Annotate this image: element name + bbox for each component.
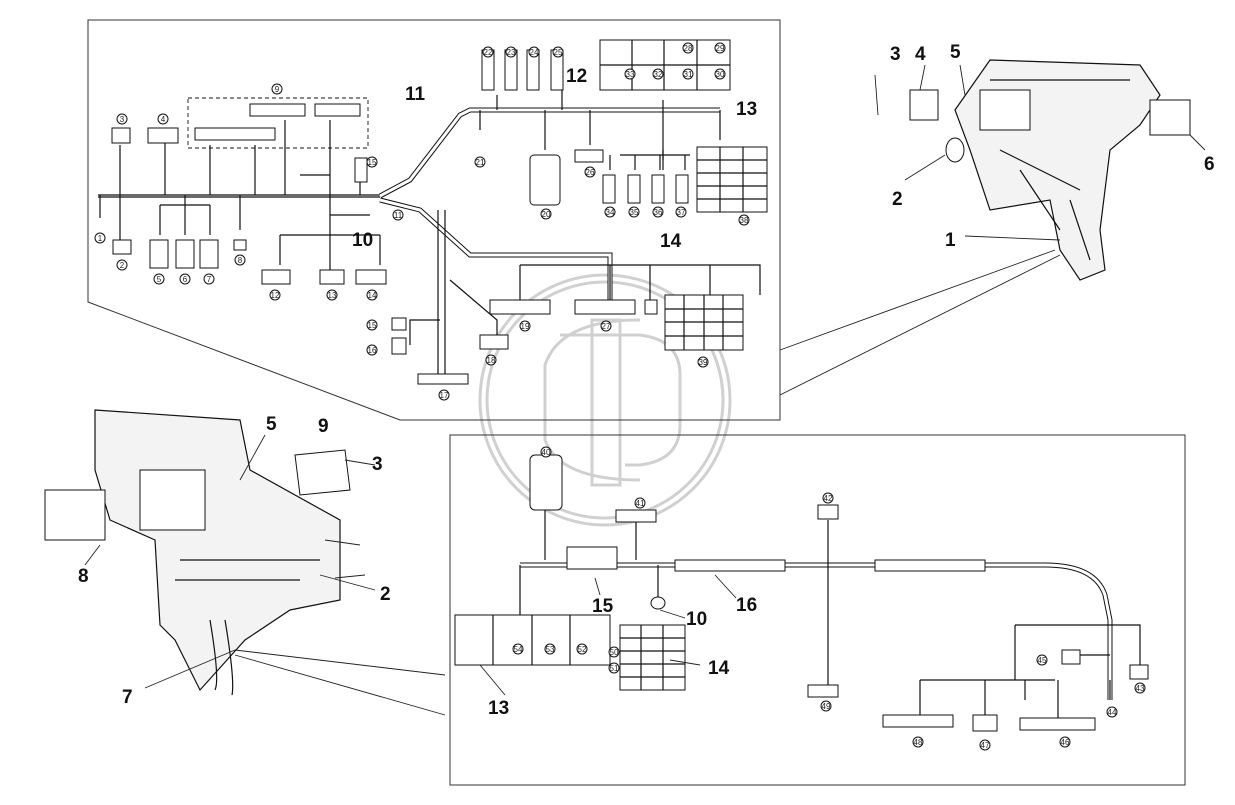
callout-right-6: 6	[1204, 154, 1215, 175]
bottom-panel: 15 10 16 14 13 40 41 42 43 44 45 46 47 4…	[449, 434, 1186, 786]
connector-25: 25	[554, 48, 563, 57]
bottom-connector-numbers: 40 41 42 43 44 45 46 47 48 49 50 51 52 5…	[512, 446, 1146, 751]
connector-42: 42	[824, 494, 833, 503]
connector-27: 27	[602, 322, 611, 331]
connector-2: 2	[120, 261, 125, 270]
callout-13: 13	[736, 99, 757, 120]
connector-16: 16	[368, 346, 377, 355]
connector-51: 51	[610, 664, 619, 673]
callout-14: 14	[660, 231, 682, 252]
connector-49: 49	[822, 702, 831, 711]
connector-18: 18	[487, 356, 496, 365]
connector-35: 35	[630, 208, 639, 217]
right-dash-illustration: 3 4 5 6 2 1	[874, 42, 1215, 281]
connector-31: 31	[684, 70, 693, 79]
connector-11: 11	[394, 211, 403, 220]
callout-bottom-13: 13	[488, 698, 509, 719]
connector-22: 22	[484, 48, 493, 57]
connector-32: 32	[654, 70, 663, 79]
connector-37: 37	[677, 208, 686, 217]
callout-left-2: 2	[380, 584, 391, 605]
connector-33: 33	[626, 70, 635, 79]
connector-17: 17	[440, 391, 449, 400]
left-dash-illustration: 5 9 3 8 2 7	[44, 409, 446, 716]
connector-29: 29	[716, 44, 725, 53]
top-panel: 11 12 13 10 14 1 2 3 4 5 6 7 8 9 11 12 1…	[87, 19, 781, 421]
connector-15b: 15	[368, 321, 377, 330]
callout-left-9: 9	[318, 416, 329, 437]
top-connector-numbers: 1 2 3 4 5 6 7 8 9 11 12 13 14 15 15 16 1…	[94, 42, 750, 401]
callout-12: 12	[566, 66, 587, 87]
callout-11: 11	[405, 84, 426, 105]
connector-24: 24	[530, 48, 539, 57]
callout-bottom-10: 10	[686, 609, 707, 630]
connector-39: 39	[699, 358, 708, 367]
connector-8: 8	[238, 256, 243, 265]
connector-28: 28	[684, 44, 693, 53]
callout-10: 10	[352, 230, 373, 251]
connector-40: 40	[542, 448, 551, 457]
callout-left-8: 8	[78, 566, 89, 587]
connector-30: 30	[716, 70, 725, 79]
connector-38: 38	[740, 216, 749, 225]
connector-54: 54	[514, 645, 523, 654]
callout-left-7: 7	[122, 687, 133, 708]
connector-50: 50	[610, 648, 619, 657]
callout-right-5: 5	[950, 42, 961, 63]
connector-20: 20	[542, 210, 551, 219]
connector-53: 53	[546, 645, 555, 654]
connector-52: 52	[578, 645, 587, 654]
callout-bottom-14: 14	[708, 658, 730, 679]
connector-13: 13	[328, 291, 337, 300]
connector-45: 45	[1038, 656, 1047, 665]
callout-bottom-16: 16	[736, 595, 757, 616]
callout-left-3: 3	[372, 454, 383, 475]
connector-12: 12	[271, 291, 280, 300]
callout-left-5: 5	[266, 414, 277, 435]
connector-26: 26	[586, 168, 595, 177]
callout-bottom-15: 15	[592, 596, 614, 617]
connector-19: 19	[521, 322, 530, 331]
watermark-logo	[478, 273, 732, 527]
callout-right-1: 1	[945, 230, 956, 251]
connector-47: 47	[981, 741, 990, 750]
callout-right-2: 2	[892, 189, 903, 210]
connector-5: 5	[157, 275, 162, 284]
connector-1: 1	[98, 234, 103, 243]
connector-43: 43	[1136, 684, 1145, 693]
connector-23: 23	[507, 48, 516, 57]
callout-right-3: 3	[890, 44, 901, 65]
connector-9: 9	[275, 85, 280, 94]
connector-6: 6	[183, 275, 188, 284]
connector-46: 46	[1061, 738, 1070, 747]
connector-14: 14	[368, 291, 377, 300]
connector-4: 4	[161, 115, 166, 124]
connector-7: 7	[207, 275, 212, 284]
callout-right-4: 4	[915, 44, 926, 65]
connector-3: 3	[120, 115, 125, 124]
connector-21: 21	[476, 158, 485, 167]
connector-48: 48	[914, 738, 923, 747]
connector-44: 44	[1108, 708, 1117, 717]
connector-36: 36	[654, 208, 663, 217]
connector-34: 34	[606, 208, 615, 217]
connector-15: 15	[368, 158, 377, 167]
connector-41: 41	[636, 499, 645, 508]
